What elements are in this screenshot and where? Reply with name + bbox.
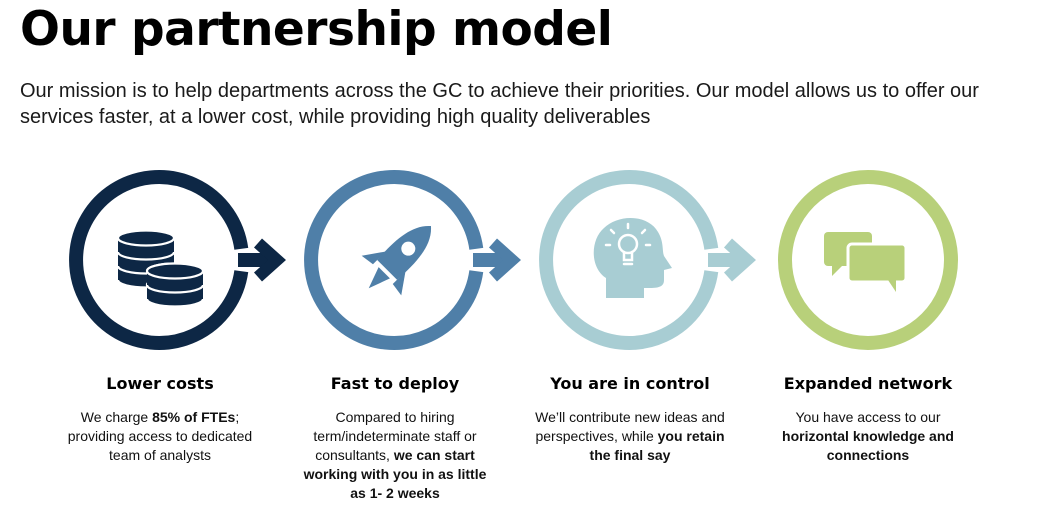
description-text: We’ll contribute new ideas and perspecti…	[535, 409, 725, 444]
description-bold-text: we can start working with you in as litt…	[303, 447, 487, 501]
head-lightbulb-icon	[593, 217, 672, 298]
description-text: Compared to hiring term/indeterminate st…	[313, 409, 477, 463]
step-heading: Lower costs	[106, 374, 214, 393]
chat-bubbles-icon	[824, 232, 908, 292]
step-heading: Fast to deploy	[330, 374, 460, 393]
description-bold-text: horizontal knowledge and connections	[782, 428, 954, 463]
coins-icon	[116, 229, 205, 308]
rocket-icon	[361, 226, 431, 296]
step-heading: Expanded network	[783, 374, 953, 393]
description-text: You have access to our	[795, 409, 941, 425]
ring-4	[778, 170, 958, 350]
step-description: We’ll contribute new ideas and perspecti…	[530, 408, 730, 465]
page-title: Our partnership model	[20, 2, 613, 57]
description-text: We charge	[80, 409, 153, 425]
description-text: ; providing access to dedicated team of …	[67, 409, 253, 463]
mission-statement: Our mission is to help departments acros…	[20, 80, 979, 128]
step-description: You have access to our horizontal knowle…	[768, 408, 968, 465]
ring-arrow-1	[69, 170, 286, 350]
ring-arrow-3	[539, 170, 756, 350]
description-bold-text: you retain the final say	[589, 428, 725, 463]
step-heading: You are in control	[550, 374, 710, 393]
description-bold-text: 85% of FTEs	[152, 409, 236, 425]
step-description: Compared to hiring term/indeterminate st…	[295, 408, 495, 503]
ring-arrow-2	[304, 170, 521, 350]
step-description: We charge 85% of FTEs; providing access …	[60, 408, 260, 465]
